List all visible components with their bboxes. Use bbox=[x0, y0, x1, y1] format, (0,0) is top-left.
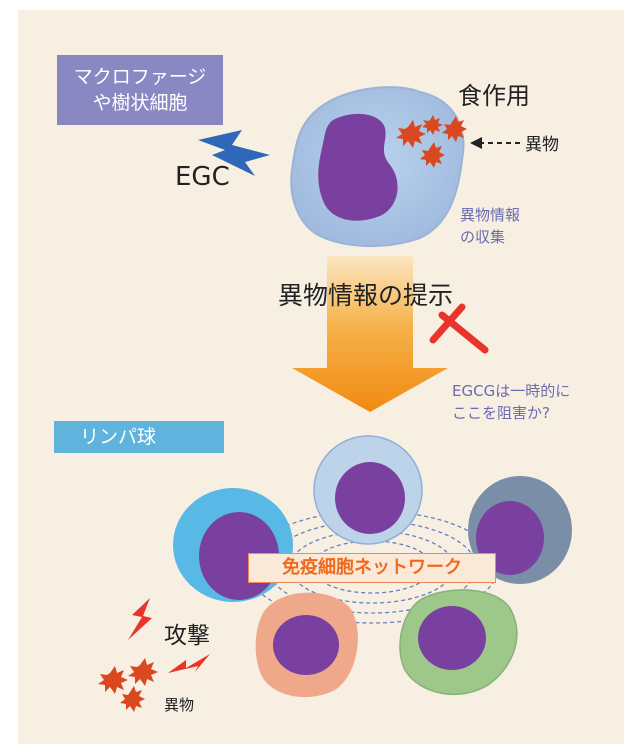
lymphocyte-bottom-left bbox=[255, 592, 358, 698]
macrophage-nucleus bbox=[318, 113, 398, 221]
egcg-note: EGCGは一時的に ここを阻害か? bbox=[452, 380, 570, 424]
attack-lightning-icon-2 bbox=[168, 654, 210, 673]
lightning-icon bbox=[198, 130, 270, 176]
phagocytosis-label: 食作用 bbox=[458, 82, 530, 110]
egcg-note-line1: EGCGは一時的に bbox=[452, 382, 571, 400]
foreign-label-bottom: 異物 bbox=[164, 696, 195, 714]
collect-label: 異物情報 の収集 bbox=[460, 204, 520, 248]
macrophage-label-line1: マクロファージ bbox=[73, 66, 207, 88]
lymphocyte-top bbox=[313, 435, 423, 545]
macrophage-label: マクロファージ や樹状細胞 bbox=[57, 55, 223, 125]
foreign-label-top: 異物 bbox=[525, 135, 559, 155]
macrophage-label-line2: や樹状細胞 bbox=[92, 92, 188, 114]
network-label: 免疫細胞ネットワーク bbox=[248, 553, 496, 583]
foreign-particles-bottom bbox=[98, 658, 158, 712]
collect-label-line1: 異物情報 bbox=[460, 206, 521, 224]
presentation-label: 異物情報の提示 bbox=[278, 281, 454, 310]
egcg-note-line2: ここを阻害か? bbox=[452, 404, 550, 422]
egc-label: EGC bbox=[175, 162, 230, 192]
incoming-arrow bbox=[470, 137, 520, 149]
inhibit-icon bbox=[429, 303, 489, 354]
foreign-particles-top bbox=[396, 115, 467, 168]
collect-label-line2: の収集 bbox=[460, 228, 506, 246]
lymphocyte-left bbox=[173, 488, 293, 602]
lymphocyte-label: リンパ球 bbox=[54, 421, 224, 453]
presentation-arrow bbox=[292, 256, 448, 412]
attack-lightning-icon-1 bbox=[128, 598, 152, 640]
lymphocyte-bottom-right bbox=[399, 589, 518, 696]
attack-label: 攻撃 bbox=[164, 623, 210, 649]
